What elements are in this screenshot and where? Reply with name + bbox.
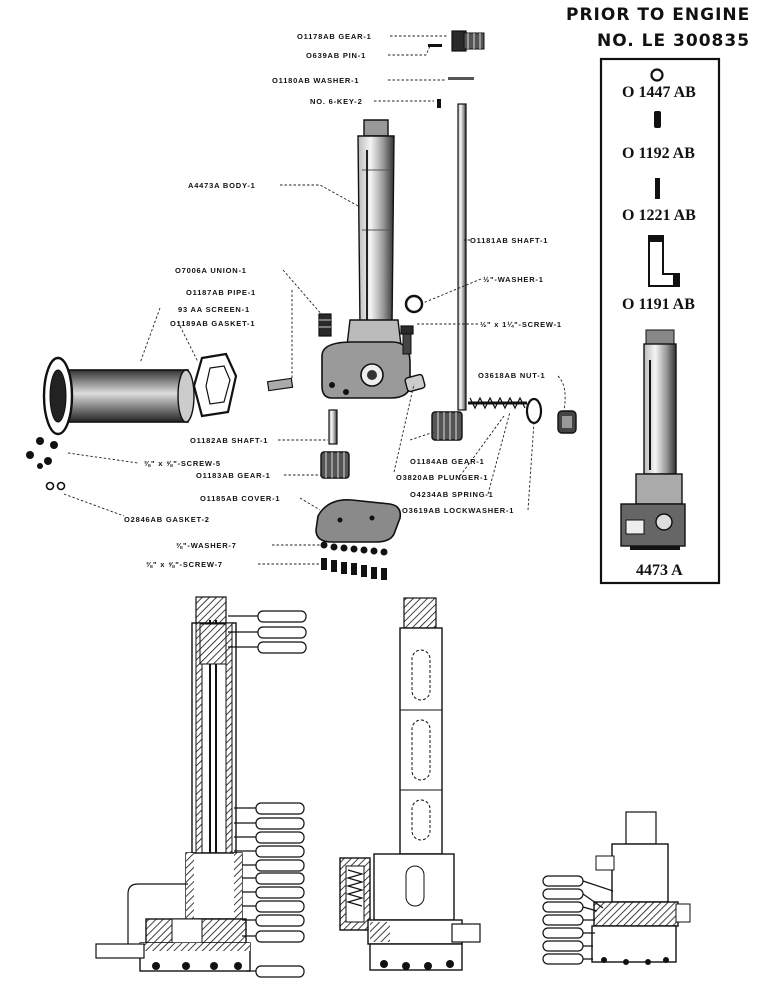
callout-leaders <box>63 35 566 565</box>
callout-gear-top: O1178AB GEAR-1 <box>297 32 372 41</box>
inset-part-3: O 1221 AB <box>622 207 696 224</box>
spring-part <box>468 396 527 410</box>
pin-icon <box>654 111 661 128</box>
pipe-part <box>266 377 294 392</box>
key-icon <box>655 178 660 199</box>
callout-washer-half: ½"-WASHER-1 <box>483 275 544 284</box>
inset-part-2: O 1192 AB <box>622 145 695 162</box>
section-tags-right <box>542 875 614 965</box>
callout-screw-half: ½" x 1¼"-SCREW-1 <box>480 320 562 329</box>
pump-body-icon <box>620 329 686 550</box>
callout-gear-mid: O1184AB GEAR-1 <box>410 457 485 466</box>
mid-gear-part <box>431 411 463 441</box>
half-washer-part <box>404 294 424 314</box>
union-part <box>318 313 332 337</box>
left-screws-part <box>26 437 66 491</box>
callout-screw-5: ⅜" x ⅝"-SCREW-5 <box>144 459 221 468</box>
callout-gasket-bottom: O2846AB GASKET-2 <box>124 515 210 524</box>
small-assembly-view <box>591 811 691 965</box>
washers-7-part <box>320 541 388 556</box>
nut-part <box>557 410 577 434</box>
inset-part-1: O 1447 AB <box>622 84 696 101</box>
inset-frame <box>599 57 721 585</box>
callout-body: A4473A BODY-1 <box>188 181 256 190</box>
inset-part-4: O 1191 AB <box>622 296 695 313</box>
section-tag-leaders <box>228 615 258 972</box>
header-line-2: NO. LE 300835 <box>597 31 751 51</box>
callout-nut: O3618AB NUT-1 <box>478 371 546 380</box>
elbow-icon <box>648 235 680 287</box>
elevation-view <box>367 597 481 971</box>
callout-spring: O4234AB SPRING-1 <box>410 490 494 499</box>
pump-body-part <box>321 119 411 399</box>
callout-screw-7: ⅜" x ⅝"-SCREW-7 <box>146 560 223 569</box>
callout-union: O7006A UNION-1 <box>175 266 247 275</box>
small-gear-part <box>320 451 350 479</box>
cross-section-view <box>95 596 251 972</box>
callout-shaft-long: O1181AB SHAFT-1 <box>470 236 548 245</box>
callout-pin: O639AB PIN-1 <box>306 51 366 60</box>
top-gasket-part <box>192 352 238 418</box>
callout-plunger: O3820AB PLUNGER-1 <box>396 473 488 482</box>
callout-washer-top: O1180AB WASHER-1 <box>272 76 359 85</box>
header-line-1: PRIOR TO ENGINE <box>566 5 751 25</box>
top-gear-part <box>451 30 485 52</box>
half-screw-part <box>400 325 414 355</box>
inset-part-5: 4473 A <box>636 562 683 579</box>
section-tags-left <box>255 610 307 978</box>
callout-washer-7: ⅜"-WASHER-7 <box>176 541 237 550</box>
cover-part <box>315 499 402 543</box>
plunger-part <box>404 373 426 393</box>
callout-key: NO. 6-KEY-2 <box>310 97 363 106</box>
screws-7-part <box>321 558 387 580</box>
screen-part <box>42 356 195 436</box>
pin-part <box>428 44 442 47</box>
key-part <box>437 99 441 108</box>
small-shaft-part <box>328 409 338 445</box>
callout-gear-small: O1183AB GEAR-1 <box>196 471 271 480</box>
callout-lockwasher: O3619AB LOCKWASHER-1 <box>402 506 514 515</box>
callout-screen: 93 AA SCREEN-1 <box>178 305 250 314</box>
top-washer-part <box>448 77 474 80</box>
ring-icon <box>650 68 664 82</box>
callout-pipe: O1187AB PIPE-1 <box>186 288 256 297</box>
callout-gasket-top: O1189AB GASKET-1 <box>170 319 255 328</box>
lockwasher-part <box>525 397 543 425</box>
long-shaft-part <box>457 103 467 411</box>
callout-cover: O1185AB COVER-1 <box>200 494 280 503</box>
callout-shaft-small: O1182AB SHAFT-1 <box>190 436 268 445</box>
cutaway-view <box>339 857 371 931</box>
